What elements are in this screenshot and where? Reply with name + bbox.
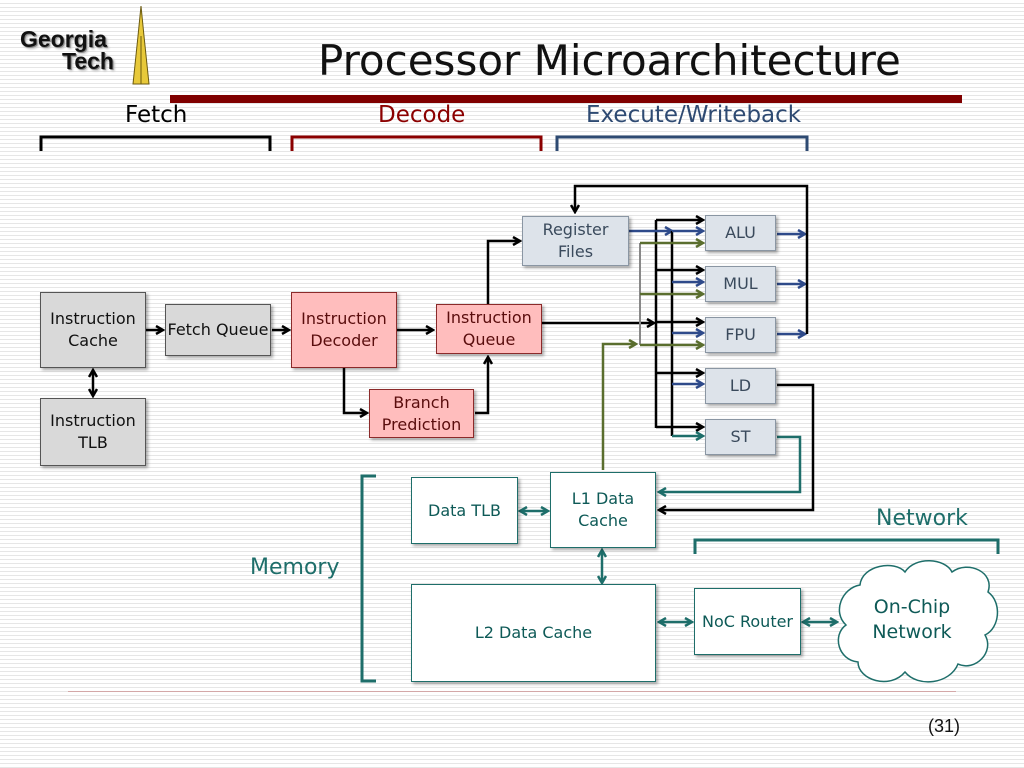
decode-bracket [290,135,543,151]
register-files-block: Register Files [522,216,629,266]
network-group-label: Network [876,506,968,531]
fetch-queue-block: Fetch Queue [165,304,271,356]
logo-line-2: Tech [62,48,114,74]
instruction-queue-block: Instruction Queue [436,304,542,354]
l2-data-cache-block: L2 Data Cache [411,584,656,682]
footer-divider [68,691,956,692]
ld-block: LD [705,368,776,404]
stage-label-decode: Decode [378,102,466,128]
st-block: ST [705,419,776,455]
mul-block: MUL [705,266,776,302]
georgia-tech-logo: Georgia Tech [18,6,153,85]
instruction-cache-block: Instruction Cache [40,292,146,368]
branch-prediction-block: Branch Prediction [369,389,474,438]
instruction-decoder-block: Instruction Decoder [291,292,397,368]
page-number: (31) [928,716,961,736]
data-tlb-block: Data TLB [411,477,518,544]
on-chip-network-label: On-Chip Network [872,596,952,643]
tower-icon [132,6,150,85]
alu-block: ALU [705,215,776,251]
l1-data-cache-block: L1 Data Cache [550,472,656,548]
fpu-block: FPU [705,317,776,353]
execute-bracket [555,135,809,151]
memory-bracket [360,474,376,683]
fetch-bracket [39,135,272,151]
title-underline-bar [170,95,962,103]
stage-label-fetch: Fetch [125,102,188,128]
instruction-tlb-block: Instruction TLB [40,398,146,466]
logo-line-1: Georgia [20,26,107,52]
page-title: Processor Microarchitecture [318,36,901,85]
network-bracket [693,538,1000,554]
memory-group-label: Memory [250,555,340,580]
noc-router-block: NoC Router [694,588,801,655]
stage-label-execute: Execute/Writeback [586,102,802,128]
on-chip-network-cloud [837,560,999,683]
